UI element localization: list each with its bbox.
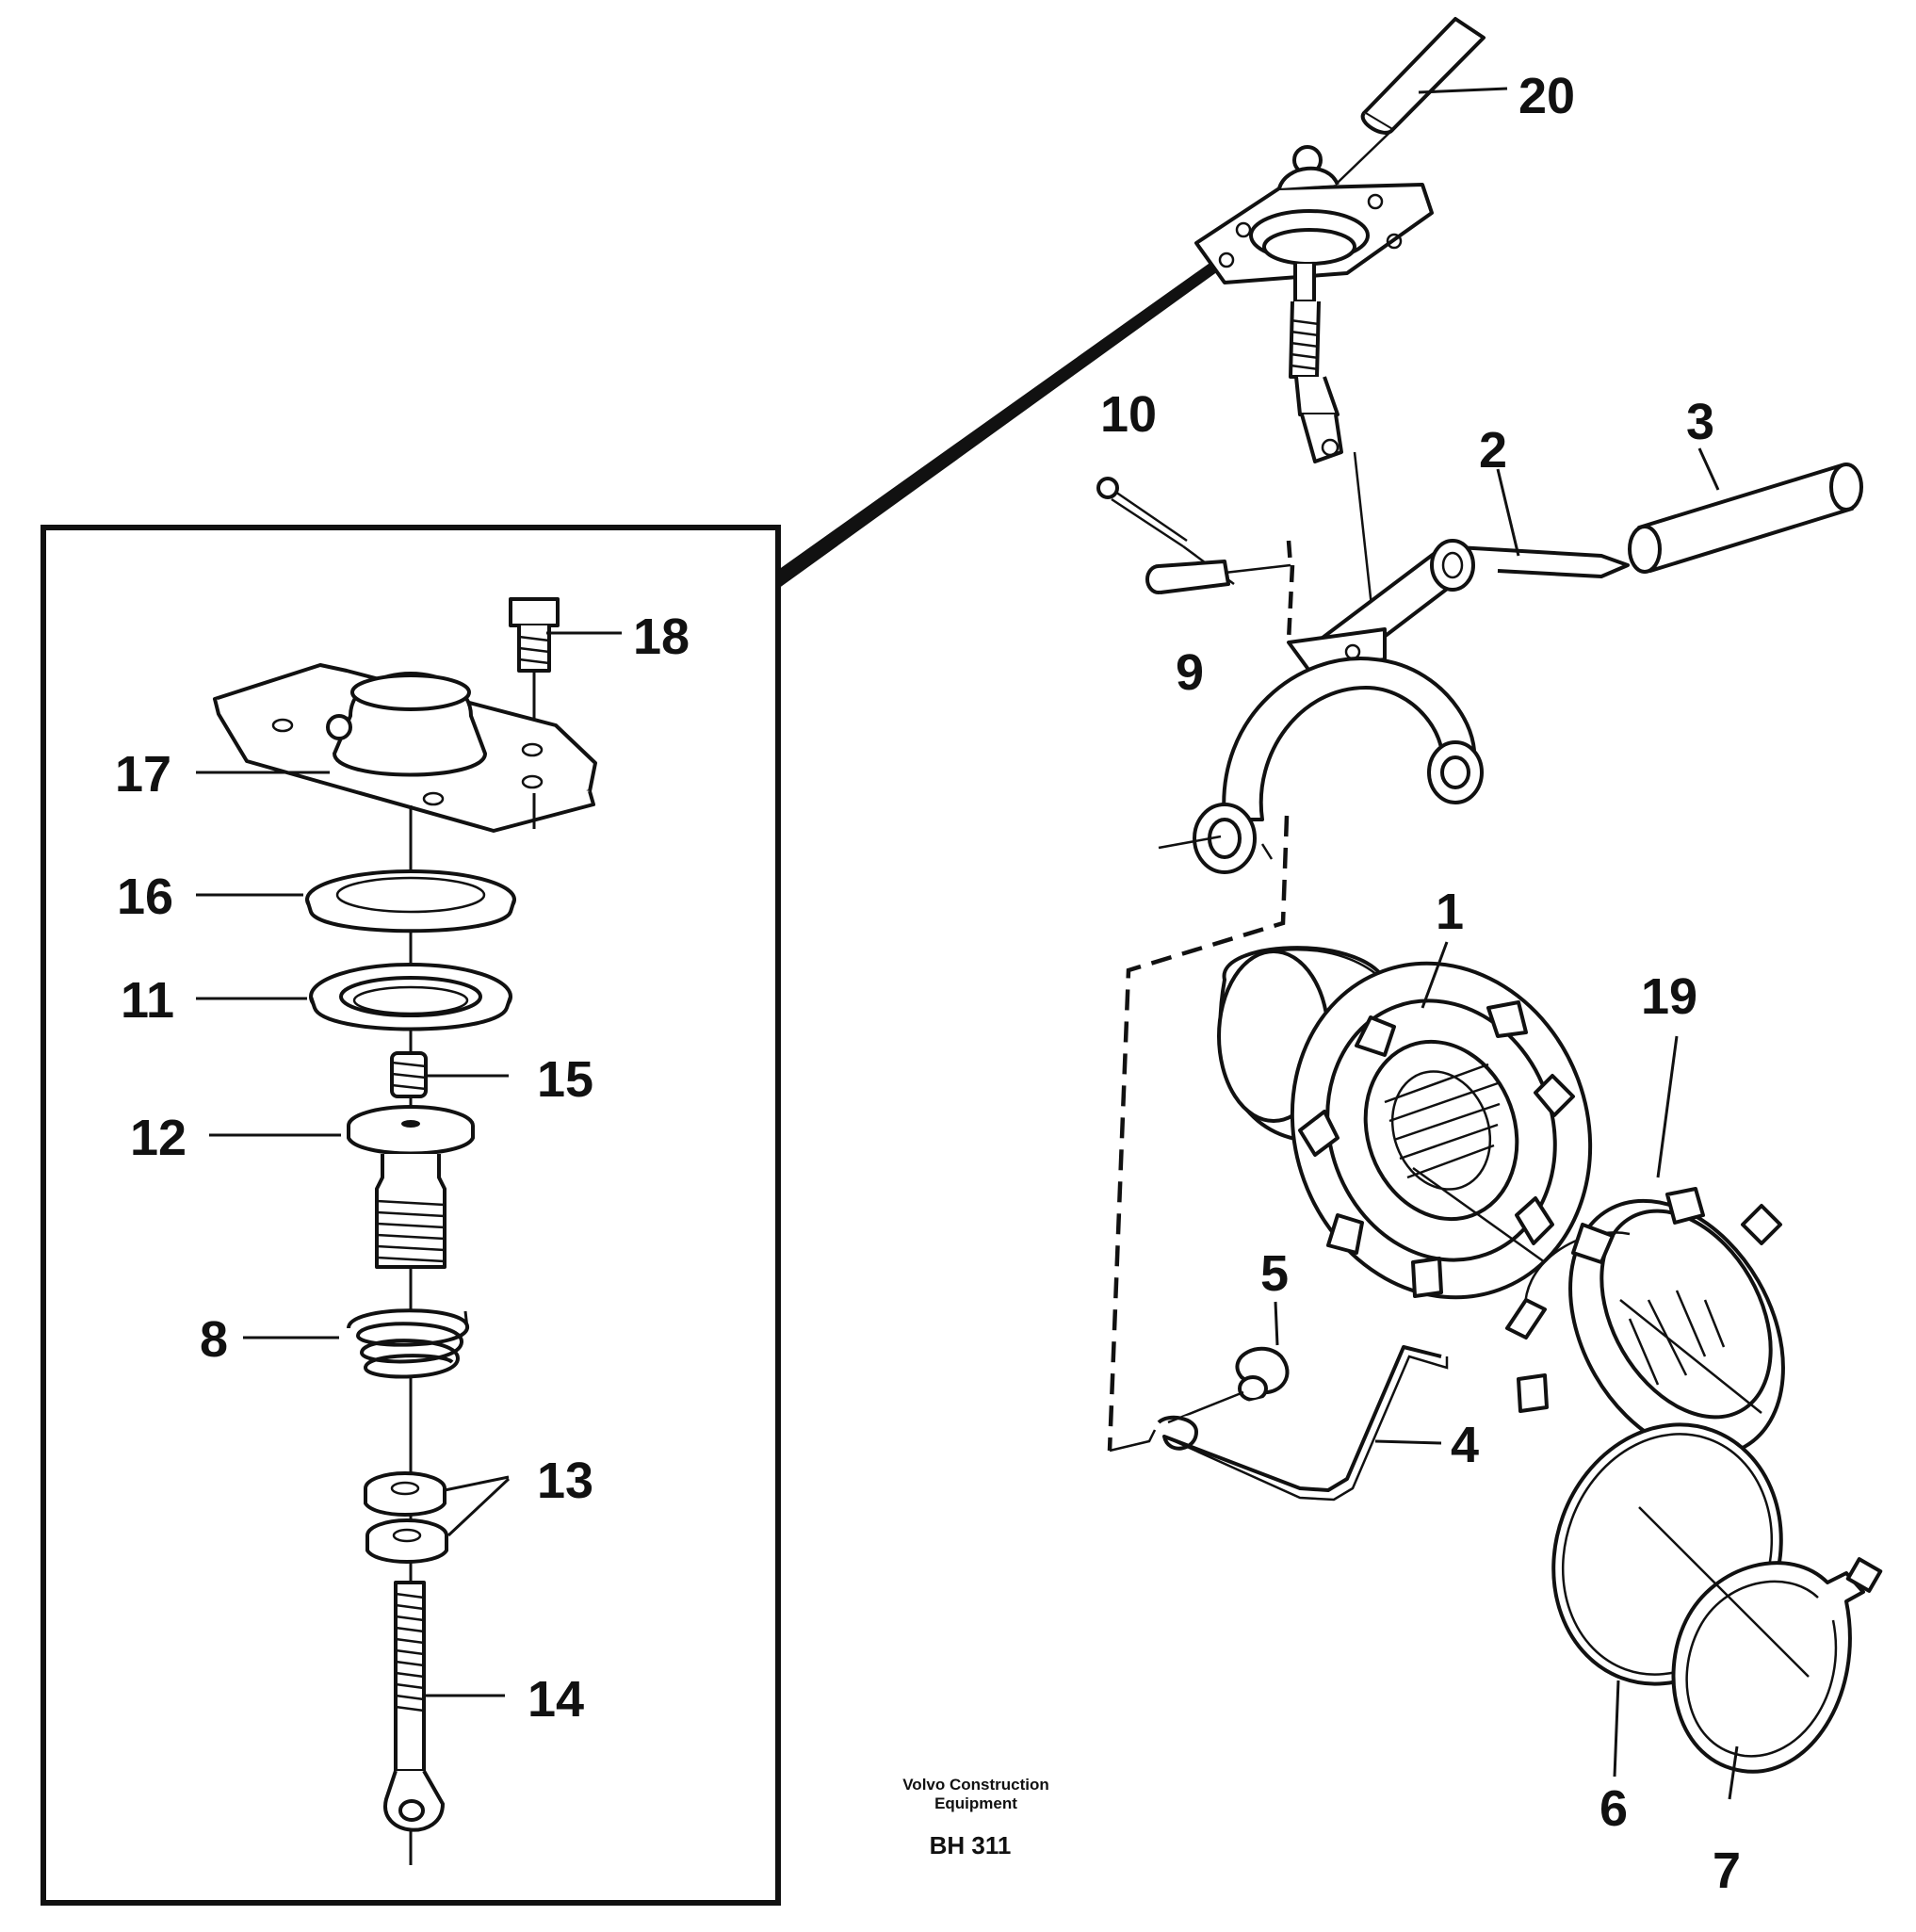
spring-8: [347, 1308, 469, 1379]
grub-screw-15: [390, 1051, 428, 1098]
callout-9: 9: [1176, 644, 1204, 701]
callout-13: 13: [537, 1453, 593, 1509]
eye-bolt-14: [383, 1581, 445, 1832]
bolt-18: [509, 597, 560, 772]
cover-plate-17: [213, 663, 597, 833]
callout-4: 4: [1451, 1417, 1479, 1473]
split-pin-10: [1096, 477, 1235, 586]
callout-16: 16: [117, 869, 173, 925]
brand-line-1: Volvo Construction: [902, 1776, 1049, 1794]
callout-14: 14: [528, 1671, 584, 1728]
callout-2: 2: [1479, 422, 1507, 479]
shift-housing-cover: [1194, 145, 1434, 641]
callout-numbers: 20 10 3 2 9 18 17 16 11 15 12 1 19 5 8 4…: [115, 68, 1741, 1899]
detail-inset: [41, 259, 1225, 1906]
drawing-code: BH 311: [930, 1831, 1012, 1859]
callout-3: 3: [1686, 394, 1714, 450]
callout-1: 1: [1436, 884, 1464, 940]
callout-12: 12: [130, 1110, 187, 1166]
cap-16: [305, 869, 516, 934]
plunger-5: [1167, 1346, 1290, 1424]
shift-fork: [1158, 627, 1484, 874]
callout-8: 8: [200, 1311, 228, 1368]
callout-19: 19: [1641, 968, 1697, 1025]
circlip-7: [1638, 1506, 1883, 1774]
seal-ring-11: [309, 963, 512, 1031]
callout-leaders: [196, 87, 1739, 1800]
callout-17: 17: [115, 746, 171, 803]
shaft-3: [1628, 463, 1863, 574]
callout-5: 5: [1260, 1245, 1289, 1302]
gear-ring-19: [1505, 1187, 1785, 1458]
pin-9: [1145, 560, 1291, 594]
flanged-pin-12: [347, 1105, 475, 1269]
callout-15: 15: [537, 1051, 593, 1108]
brand-line-2: Equipment: [934, 1794, 1017, 1812]
sliding-sleeve-1: [1217, 946, 1593, 1300]
caption: Volvo Construction Equipment BH 311: [902, 1776, 1049, 1859]
callout-7: 7: [1713, 1843, 1741, 1899]
nuts-13: [364, 1471, 448, 1564]
callout-18: 18: [633, 609, 690, 665]
callout-11: 11: [121, 972, 174, 1029]
callout-20: 20: [1518, 68, 1575, 124]
callout-10: 10: [1100, 386, 1157, 443]
spring-clip-4: [1157, 1345, 1449, 1502]
callout-6: 6: [1599, 1780, 1628, 1837]
